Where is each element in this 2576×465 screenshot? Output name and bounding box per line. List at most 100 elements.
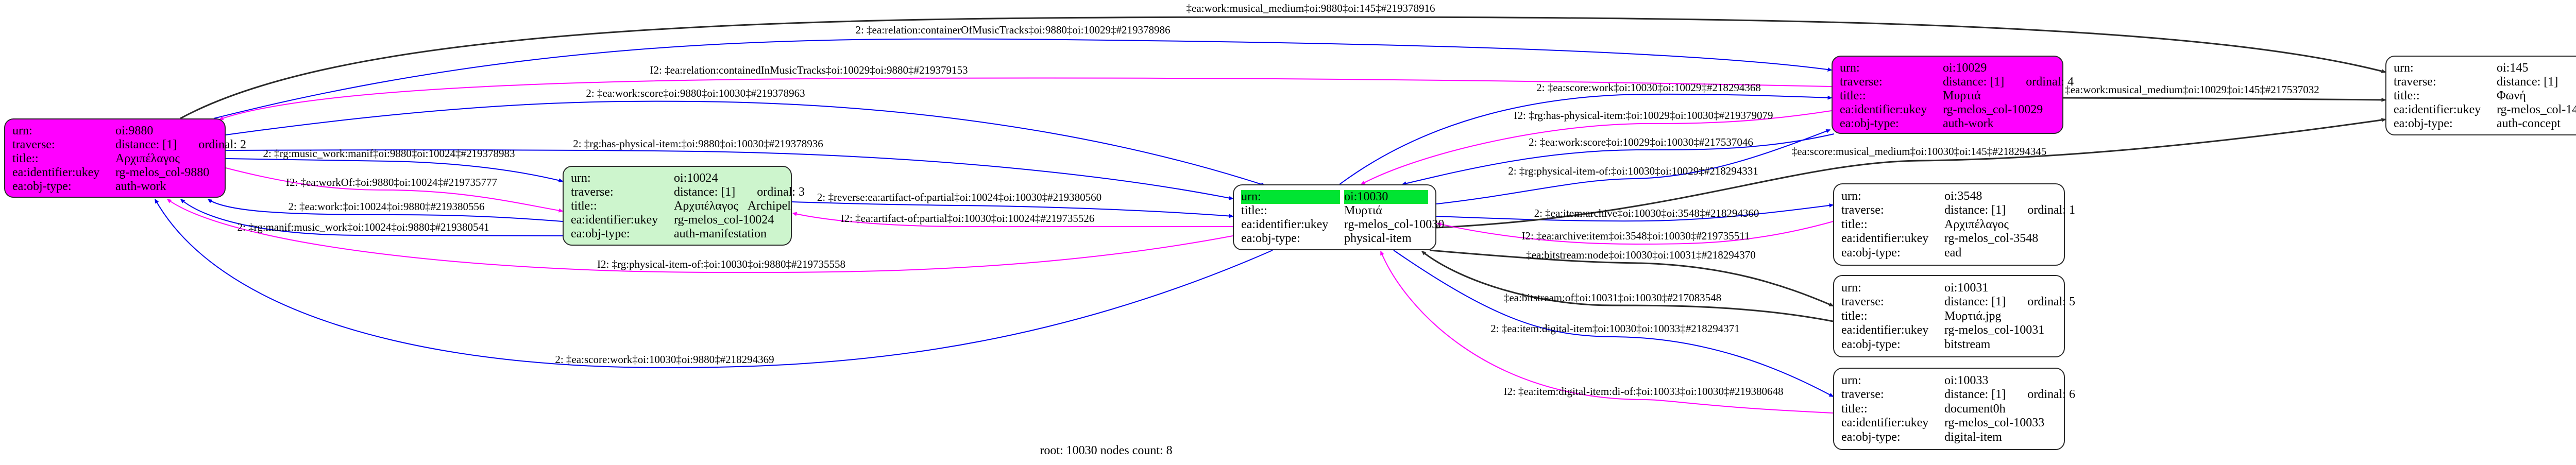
graph-edge-oi:10029-oi:9880 <box>218 77 1832 120</box>
node-row-title: title::Αρχιπέλαγος <box>1841 218 2057 232</box>
node-row-title: title::Αρχιπέλαγος <box>12 152 217 166</box>
node-ukey-value: rg-melos_col-10033 <box>1944 416 2045 429</box>
node-distance: distance: [1] <box>1944 203 2006 217</box>
node-traverse-value: distance: [1]ordinal: 4 <box>1943 75 2074 89</box>
edge-label: I2: ‡rg:physical-item-of:‡oi:10030‡oi:98… <box>597 257 845 270</box>
node-row-traverse: traverse:distance: [1]ordinal: 7 <box>2394 75 2576 89</box>
node-row-title: title::Μυρτιά.jpg <box>1841 309 2057 323</box>
field-key-objtype: ea:obj-type: <box>1841 246 1901 260</box>
field-key-title: title:: <box>1841 402 1868 416</box>
edge-label: ‡ea:bitstream:node‡oi:10030‡oi:10031‡#21… <box>1526 248 1756 261</box>
graph-edge-oi:10030-oi:10033 <box>1393 250 1834 397</box>
graph-edge-oi:10030-oi:10029 <box>1436 129 1831 204</box>
node-urn-value: oi:145 <box>2497 61 2529 75</box>
node-traverse-value: distance: [1]ordinal: 2 <box>115 138 246 152</box>
node-ukey-value: rg-melos_col-3548 <box>1944 232 2039 245</box>
graph-edge-oi:9880-oi:10024 <box>225 167 564 213</box>
field-key-ukey: ea:identifier:ukey <box>1841 416 1929 429</box>
field-key-title: title:: <box>2394 89 2420 102</box>
edge-label: 2: ‡ea:work:score‡oi:10029‡oi:10030‡#217… <box>1529 135 1753 148</box>
graph-edge-oi:10030-oi:10024 <box>792 212 1233 228</box>
field-key-title: title:: <box>12 152 39 165</box>
node-urn-value: oi:10033 <box>1944 373 1989 387</box>
edge-label: I2: ‡ea:artifact-of:partial‡oi:10030‡oi:… <box>840 212 1095 225</box>
graph-edge-oi:10029-oi:10030 <box>1360 110 1832 185</box>
node-urn-value: oi:10024 <box>674 171 718 185</box>
graph-edge-oi:10024-oi:9880 <box>180 199 563 236</box>
node-row-title: title::Φωνή <box>2394 89 2576 103</box>
node-title-value: Μυρτιά <box>1344 204 1382 217</box>
edge-label: 2: ‡ea:work:‡oi:10024‡oi:9880‡#219380556 <box>288 200 485 213</box>
node-urn-value: oi:10029 <box>1943 61 1987 75</box>
node-ordinal: ordinal: 2 <box>198 138 246 151</box>
field-key-urn: urn: <box>2394 61 2414 75</box>
edge-label: 2: ‡reverse:ea:artifact-of:partial‡oi:10… <box>817 191 1102 203</box>
node-row-title: title::Μυρτιά <box>1241 204 1428 218</box>
graph-edge-oi:9880-oi:10024 <box>225 158 564 183</box>
node-urn-value: oi:9880 <box>115 124 154 137</box>
node-ukey-value: rg-melos_col-10030 <box>1344 218 1445 231</box>
field-key-urn: urn: <box>1841 189 1861 203</box>
node-row-objtype: ea:obj-type:auth-concept <box>2394 117 2576 131</box>
node-ordinal: ordinal: 1 <box>2027 203 2075 217</box>
node-title-value: Αρχιπέλαγος <box>115 152 180 165</box>
field-key-title: title:: <box>1840 89 1866 102</box>
node-row-objtype: ea:obj-type:bitstream <box>1841 338 2057 352</box>
edge-label: ‡ea:score:musical_medium‡oi:10030‡oi:145… <box>1791 145 2047 158</box>
node-objtype-value: auth-work <box>1943 117 1994 130</box>
node-row-title: title::Μυρτιά <box>1840 89 2055 103</box>
node-traverse-value: distance: [1]ordinal: 5 <box>1944 295 2075 309</box>
edge-label: ‡ea:bitstream:of‡oi:10031‡oi:10030‡#2170… <box>1503 291 1722 304</box>
field-key-urn: urn: <box>1241 190 1340 204</box>
node-title-value: Αρχιπέλαγος Archipel <box>674 199 791 213</box>
node-objtype-value: physical-item <box>1344 232 1412 245</box>
node-ordinal: ordinal: 6 <box>2027 388 2075 401</box>
edge-label: 2: ‡ea:item:archive‡oi:10030‡oi:3548‡#21… <box>1534 206 1759 219</box>
node-title-value: Αρχιπέλαγος <box>1944 217 2009 231</box>
field-key-objtype: ea:obj-type: <box>1841 337 1901 351</box>
node-urn-value: oi:10030 <box>1344 190 1428 204</box>
node-traverse-value: distance: [1]ordinal: 7 <box>2497 75 2576 89</box>
node-ukey-value: rg-melos_col-10031 <box>1944 323 2045 337</box>
node-title-value: document0h <box>1944 402 2006 416</box>
node-row-urn: urn: oi:145 <box>2394 61 2576 75</box>
node-ukey-value: rg-melos_col-10024 <box>674 213 774 227</box>
graph-edge-oi:10031-oi:10030 <box>1421 250 1834 322</box>
node-urn-value: oi:3548 <box>1944 189 1982 203</box>
node-traverse-value: distance: [1] ordinal: 1 <box>1944 203 2075 217</box>
field-key-traverse: traverse: <box>1841 388 1884 401</box>
node-row-objtype: ea:obj-type:auth-work <box>1840 117 2055 131</box>
node-distance: distance: [1] <box>674 185 736 199</box>
field-key-ukey: ea:identifier:ukey <box>2394 103 2481 116</box>
field-key-ukey: ea:identifier:ukey <box>1241 218 1329 231</box>
node-row-urn: urn: oi:10029 <box>1840 61 2055 75</box>
field-key-urn: urn: <box>571 171 591 185</box>
field-key-urn: urn: <box>1840 61 1860 75</box>
node-row-urn: urn:oi:10033 <box>1841 374 2057 388</box>
node-row-traverse: traverse:distance: [1]ordinal: 4 <box>1840 75 2074 89</box>
node-row-ukey: ea:identifier:ukey rg-melos_col-10033 <box>1841 416 2057 430</box>
graph-edge-oi:9880-oi:10030 <box>225 100 1266 186</box>
node-ukey-value: rg-melos_col-9880 <box>115 166 210 179</box>
edge-label: ‡ea:work:musical_medium‡oi:9880‡oi:145‡#… <box>1186 2 1435 14</box>
node-row-traverse: traverse:distance: [1]ordinal: 1 <box>1841 203 2075 217</box>
edge-label: 2: ‡rg:has-physical-item:‡oi:9880‡oi:100… <box>573 137 823 150</box>
graph-edge-oi:10030-oi:145 <box>1436 118 2386 229</box>
graph-edge-oi:10030-oi:10029 <box>1339 93 1833 185</box>
node-row-objtype: ea:obj-type:auth-manifestation <box>571 227 784 241</box>
node-row-urn: urn:oi:10031 <box>1841 281 2057 295</box>
node-traverse-value: distance: [1]ordinal: 6 <box>1944 388 2075 402</box>
edge-label: I2: ‡ea:relation:containedInMusicTracks‡… <box>650 63 968 76</box>
edge-label: 2: ‡ea:item:digital-item‡oi:10030‡oi:100… <box>1490 322 1740 335</box>
field-key-urn: urn: <box>1841 281 1861 295</box>
graph-edge-oi:10030-oi:9880 <box>155 198 1273 369</box>
field-key-title: title:: <box>1241 204 1267 217</box>
